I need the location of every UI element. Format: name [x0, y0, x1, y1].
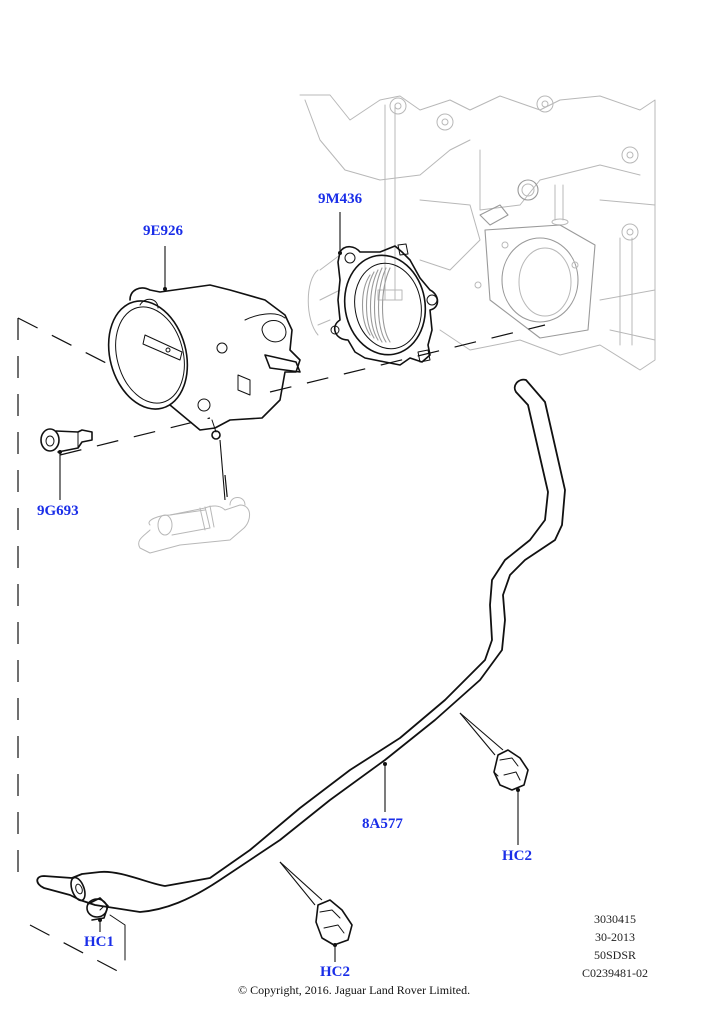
- callout-hc1[interactable]: HC1: [84, 934, 114, 950]
- engine-block-ghost: [299, 94, 656, 371]
- callout-9g693[interactable]: 9G693: [37, 503, 79, 519]
- clip-hc2-lower-drawing: [315, 899, 353, 946]
- bolt-drawing: [40, 428, 93, 453]
- callout-8a577[interactable]: 8A577: [362, 816, 403, 832]
- callout-hc2-upper[interactable]: HC2: [502, 848, 532, 864]
- reference-code-4: C0239481-02: [582, 966, 648, 980]
- pipe-ghost: [138, 497, 250, 554]
- callout-9e926[interactable]: 9E926: [143, 223, 184, 239]
- gasket-drawing: [307, 243, 439, 366]
- clip-hc2-upper-drawing: [493, 749, 529, 791]
- reference-code-3: 50SDSR: [593, 948, 637, 962]
- hose-drawing: [36, 378, 566, 913]
- leader-lines: [58, 212, 520, 962]
- copyright-notice: © Copyright, 2016. Jaguar Land Rover Lim…: [238, 983, 471, 997]
- callout-hc2-lower[interactable]: HC2: [320, 964, 350, 980]
- callout-9m436[interactable]: 9M436: [318, 191, 363, 207]
- reference-code-1: 3030415: [594, 912, 636, 926]
- reference-code-2: 30-2013: [595, 930, 635, 944]
- alignment-dashed-lines: [17, 317, 546, 976]
- throttle-body-drawing: [107, 284, 301, 440]
